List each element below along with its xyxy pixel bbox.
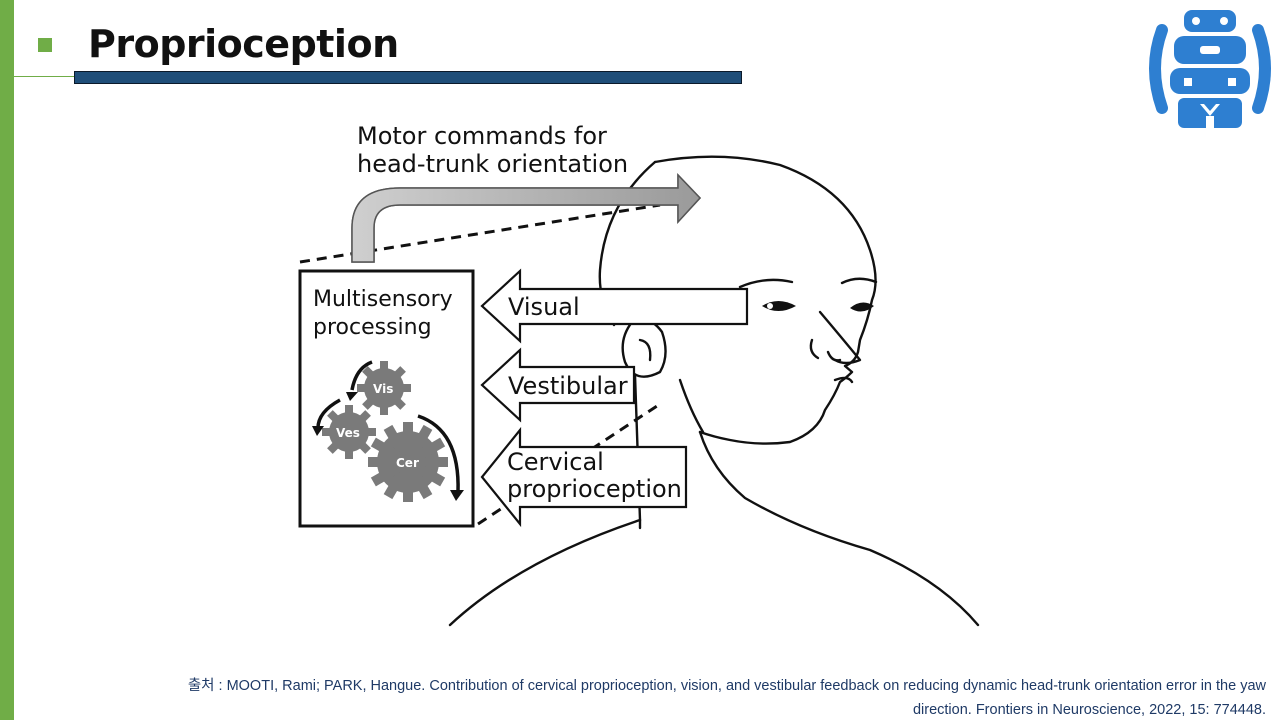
vestibular-label: Vestibular [508,372,628,400]
robot-logo-icon [1149,10,1271,128]
title-underline-bar [74,71,742,84]
cervical-label-line1: Cervical [507,448,604,476]
gear-cer-label: Cer [396,456,419,470]
visual-arrow [480,268,749,344]
vestibular-arrow [480,347,636,423]
title-bullet [38,38,52,52]
citation-line2: direction. Frontiers in Neuroscience, 20… [912,702,1266,718]
gear-vis-label: Vis [373,382,393,396]
gear-vis-icon [357,361,411,415]
box-title-line1: Multisensory [313,287,453,312]
citation: 출처 : MOOTI, Rami; PARK, Hangue. Contribu… [46,674,1266,722]
rotation-arrows [316,360,460,493]
cervical-label-line2: proprioception [507,475,682,503]
motor-label-line2: head-trunk orientation [357,150,628,178]
cervical-arrow [480,426,688,528]
gear-ves-icon [322,405,376,459]
slide-title: Proprioception [88,22,399,66]
title-underline-thin [14,76,74,77]
head-outline [448,155,980,627]
citation-line1: 출처 : MOOTI, Rami; PARK, Hangue. Contribu… [187,678,1266,694]
eyes [762,301,874,312]
gear-cer-icon [368,422,448,502]
visual-label: Visual [508,293,580,321]
motor-label-line1: Motor commands for [357,122,607,150]
left-accent-bar [0,0,14,720]
gear-ves-label: Ves [336,426,360,440]
box-title-line2: processing [313,315,432,340]
